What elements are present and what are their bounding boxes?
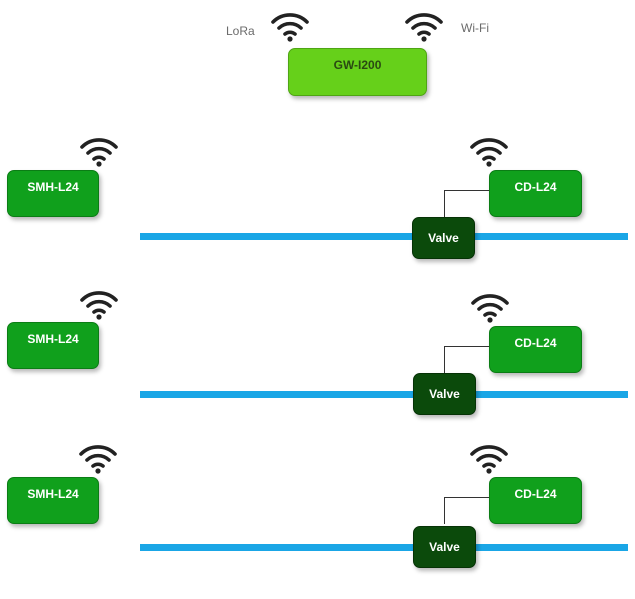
sensor-label: SMH-L24 [27,487,79,501]
sensor-box-2: SMH-L24 [7,322,99,369]
wifi-icon [470,445,508,474]
controller-label: CD-L24 [514,336,557,350]
wifi-icon [80,138,118,167]
controller-label: CD-L24 [514,180,557,194]
valve-label: Valve [429,387,460,401]
wifi-icon [471,294,509,323]
water-pipe [140,233,628,240]
controller-valve-connector [444,346,489,373]
sensor-label: SMH-L24 [27,332,79,346]
wifi-icon [405,13,443,42]
sensor-box-3: SMH-L24 [7,477,99,524]
controller-box-3: CD-L24 [489,477,582,524]
controller-box-2: CD-L24 [489,326,582,373]
valve-box-2: Valve [413,373,476,415]
valve-box-3: Valve [413,526,476,568]
wifi-label: Wi-Fi [461,21,489,35]
sensor-box-1: SMH-L24 [7,170,99,217]
wifi-icon [271,13,309,42]
wifi-icon [80,291,118,320]
valve-box-1: Valve [412,217,475,259]
wifi-icon [79,445,117,474]
water-pipe [140,544,628,551]
controller-label: CD-L24 [514,487,557,501]
controller-valve-connector [444,190,489,217]
gateway-label: GW-I200 [333,58,382,72]
water-pipe [140,391,628,398]
wifi-icon [470,138,508,167]
lora-label: LoRa [226,24,255,38]
gateway-box: GW-I200 [288,48,427,96]
valve-label: Valve [428,231,459,245]
sensor-label: SMH-L24 [27,180,79,194]
controller-box-1: CD-L24 [489,170,582,217]
controller-valve-connector [444,497,489,524]
valve-label: Valve [429,540,460,554]
